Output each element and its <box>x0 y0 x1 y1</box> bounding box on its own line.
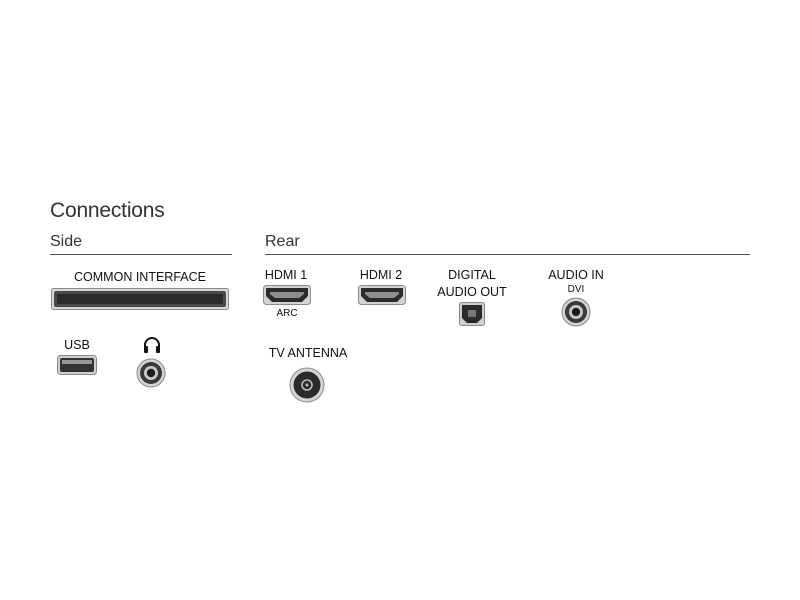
hdmi-port-icon <box>358 285 406 305</box>
headphone-icon <box>144 337 160 353</box>
side-divider <box>50 254 232 255</box>
rear-divider <box>265 254 750 255</box>
digital-audio-out-label-line2: AUDIO OUT <box>437 285 507 299</box>
rear-section-label: Rear <box>265 233 300 250</box>
common-interface-label: COMMON INTERFACE <box>74 270 206 284</box>
hdmi-port-icon <box>263 285 311 305</box>
hdmi2-label: HDMI 2 <box>359 268 403 282</box>
audio-in-dvi-label: DVI <box>567 284 585 295</box>
audio-jack-icon <box>561 297 591 327</box>
hdmi1-label: HDMI 1 <box>264 268 308 282</box>
page-title: Connections <box>50 199 165 222</box>
audio-in-label: AUDIO IN <box>548 268 604 282</box>
coax-antenna-icon <box>289 367 325 403</box>
hdmi1-arc-label: ARC <box>276 308 298 319</box>
usb-label: USB <box>64 338 90 352</box>
common-interface-slot-icon <box>51 288 229 310</box>
usb-port-icon <box>57 355 97 375</box>
headphone-jack-icon <box>136 358 166 388</box>
side-section-label: Side <box>50 233 83 250</box>
digital-audio-out-label-line1: DIGITAL <box>448 268 496 282</box>
tv-antenna-label: TV ANTENNA <box>268 346 348 360</box>
optical-port-icon <box>459 302 485 326</box>
